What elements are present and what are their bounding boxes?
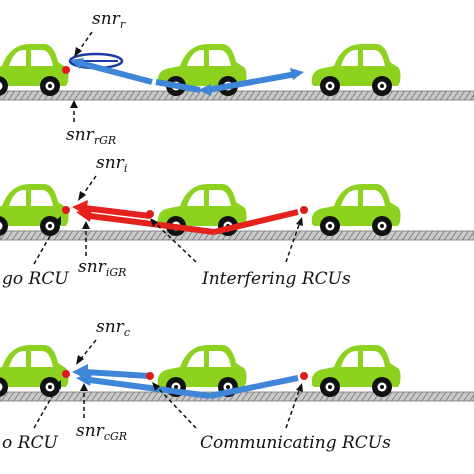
- rcu-dot-icon: [300, 206, 308, 214]
- snr-r-pointer: [77, 31, 93, 53]
- road-icon: [0, 90, 474, 101]
- panel-interference: snri snriGR go RCU Interfering RCUs: [0, 153, 474, 289]
- car-icon: [0, 345, 69, 397]
- ego-rcu-pointer-2: [33, 221, 59, 265]
- rcu-dot-icon: [146, 372, 154, 380]
- road-icon: [0, 230, 474, 241]
- communicating-pointer-left: [155, 385, 197, 429]
- rcu-dot-icon: [62, 66, 70, 74]
- rcu-dot-icon: [146, 210, 154, 218]
- communicating-rcus-label: Communicating RCUs: [200, 433, 391, 453]
- ego-rcu-pointer-3: [33, 385, 59, 429]
- car-icon: [311, 184, 401, 236]
- car-icon: [0, 184, 69, 236]
- snr-i-label: snri: [96, 153, 127, 175]
- interfering-rcus-label: Interfering RCUs: [201, 269, 351, 289]
- interfering-pointer-right: [285, 221, 301, 263]
- communicating-pointer-right: [285, 387, 301, 429]
- snr-r-label: snrr: [92, 9, 126, 31]
- panel-radar: snrr snrrGR: [0, 9, 474, 147]
- ego-rcu-label-3: o RCU: [2, 433, 58, 453]
- ego-rcu-label-2: go RCU: [2, 269, 69, 289]
- rcu-dot-icon: [62, 370, 70, 378]
- snr-i-pointer: [81, 175, 97, 197]
- snr-c-pointer: [79, 339, 97, 361]
- snr-igr-label: snriGR: [78, 257, 126, 279]
- car-icon: [311, 44, 401, 96]
- rcu-dot-icon: [300, 372, 308, 380]
- communication-arrows: [72, 364, 299, 399]
- car-icon: [311, 345, 401, 397]
- car-icon: [0, 44, 69, 96]
- rcu-dot-icon: [62, 206, 70, 214]
- snr-cgr-label: snrcGR: [76, 421, 127, 443]
- panel-communication: snrc snrcGR o RCU Communicating RCUs: [0, 317, 474, 453]
- radar-arrows: [70, 58, 304, 96]
- snr-rgr-label: snrrGR: [66, 125, 116, 147]
- snr-c-label: snrc: [96, 317, 130, 339]
- interfering-pointer-left: [153, 221, 197, 263]
